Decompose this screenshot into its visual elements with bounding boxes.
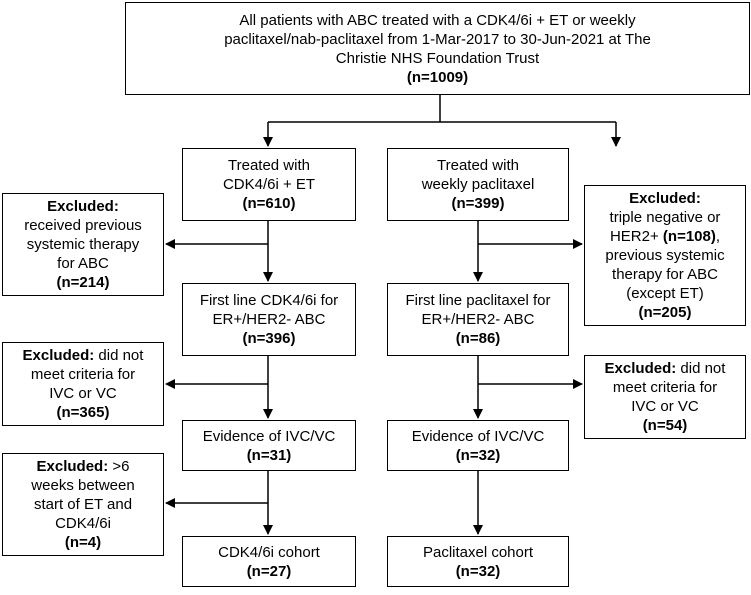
box-evidence-ivc-vc-right-count: (n=32) — [455, 446, 501, 464]
box-paclitaxel-cohort-count: (n=32) — [455, 562, 501, 580]
excluded-count: (n=365) — [56, 404, 110, 421]
box-evidence-ivc-vc-right: Evidence of IVC/VC (n=32) — [387, 420, 569, 471]
box-all-patients-count: (n=1009) — [406, 68, 469, 86]
excluded-reason: received previous systemic therapy for A… — [24, 217, 142, 272]
excluded-reason: did not meet criteria for IVC or VC — [612, 360, 726, 415]
box-excluded-criteria-right: Excluded: did not meet criteria for IVC … — [584, 355, 746, 439]
box-first-line-paclitaxel: First line paclitaxel for ER+/HER2- ABC … — [387, 283, 569, 356]
excluded-reason-part-b: , previous systemic therapy for ABC (exc… — [605, 228, 725, 302]
excluded-count: (n=54) — [642, 417, 688, 434]
box-treated-paclitaxel: Treated with weekly paclitaxel (n=399) — [387, 148, 569, 221]
box-excluded-criteria-left: Excluded: did not meet criteria for IVC … — [2, 342, 164, 426]
box-treated-paclitaxel-count: (n=399) — [451, 195, 505, 212]
box-first-line-paclitaxel-text: First line paclitaxel for ER+/HER2- ABC — [405, 292, 551, 328]
excluded-count: (n=214) — [56, 274, 110, 291]
excluded-label: Excluded: — [604, 360, 677, 377]
box-treated-cdk46i-text: Treated with CDK4/6i + ET — [222, 157, 316, 193]
box-cdk46i-cohort: CDK4/6i cohort (n=27) — [182, 536, 356, 587]
box-excluded-triple-negative: Excluded: triple negative or HER2+ (n=10… — [584, 185, 746, 326]
box-all-patients: All patients with ABC treated with a CDK… — [125, 2, 750, 95]
excluded-reason-part-a: triple negative or HER2+ — [609, 209, 721, 245]
excluded-reason: did not meet criteria for IVC or VC — [30, 347, 144, 402]
excluded-inline-count: (n=108) — [662, 228, 716, 245]
box-excluded-previous-therapy: Excluded: received previous systemic the… — [2, 193, 164, 296]
box-first-line-cdk46i-text: First line CDK4/6i for ER+/HER2- ABC — [199, 292, 339, 328]
box-cdk46i-cohort-text: CDK4/6i cohort — [218, 543, 320, 561]
box-first-line-cdk46i: First line CDK4/6i for ER+/HER2- ABC (n=… — [182, 283, 356, 356]
excluded-count: (n=4) — [64, 534, 102, 551]
box-cdk46i-cohort-count: (n=27) — [246, 562, 292, 580]
box-evidence-ivc-vc-left-count: (n=31) — [246, 446, 292, 464]
excluded-reason: >6 weeks between start of ET and CDK4/6i — [31, 458, 135, 532]
box-first-line-cdk46i-count: (n=396) — [242, 330, 296, 347]
box-paclitaxel-cohort: Paclitaxel cohort (n=32) — [387, 536, 569, 587]
box-evidence-ivc-vc-left: Evidence of IVC/VC (n=31) — [182, 420, 356, 471]
box-treated-paclitaxel-text: Treated with weekly paclitaxel — [421, 157, 535, 193]
excluded-count: (n=205) — [638, 304, 692, 321]
excluded-label: Excluded: — [22, 347, 95, 364]
box-excluded-six-weeks: Excluded: >6 weeks between start of ET a… — [2, 453, 164, 556]
excluded-label: Excluded: — [36, 458, 109, 475]
box-evidence-ivc-vc-right-text: Evidence of IVC/VC — [411, 427, 545, 445]
excluded-label: Excluded: — [47, 198, 119, 215]
box-evidence-ivc-vc-left-text: Evidence of IVC/VC — [202, 427, 336, 445]
box-paclitaxel-cohort-text: Paclitaxel cohort — [422, 543, 534, 561]
box-first-line-paclitaxel-count: (n=86) — [455, 330, 501, 347]
box-all-patients-text: All patients with ABC treated with a CDK… — [224, 11, 651, 67]
box-treated-cdk46i-count: (n=610) — [242, 195, 296, 212]
box-treated-cdk46i: Treated with CDK4/6i + ET (n=610) — [182, 148, 356, 221]
excluded-label: Excluded: — [629, 190, 701, 207]
